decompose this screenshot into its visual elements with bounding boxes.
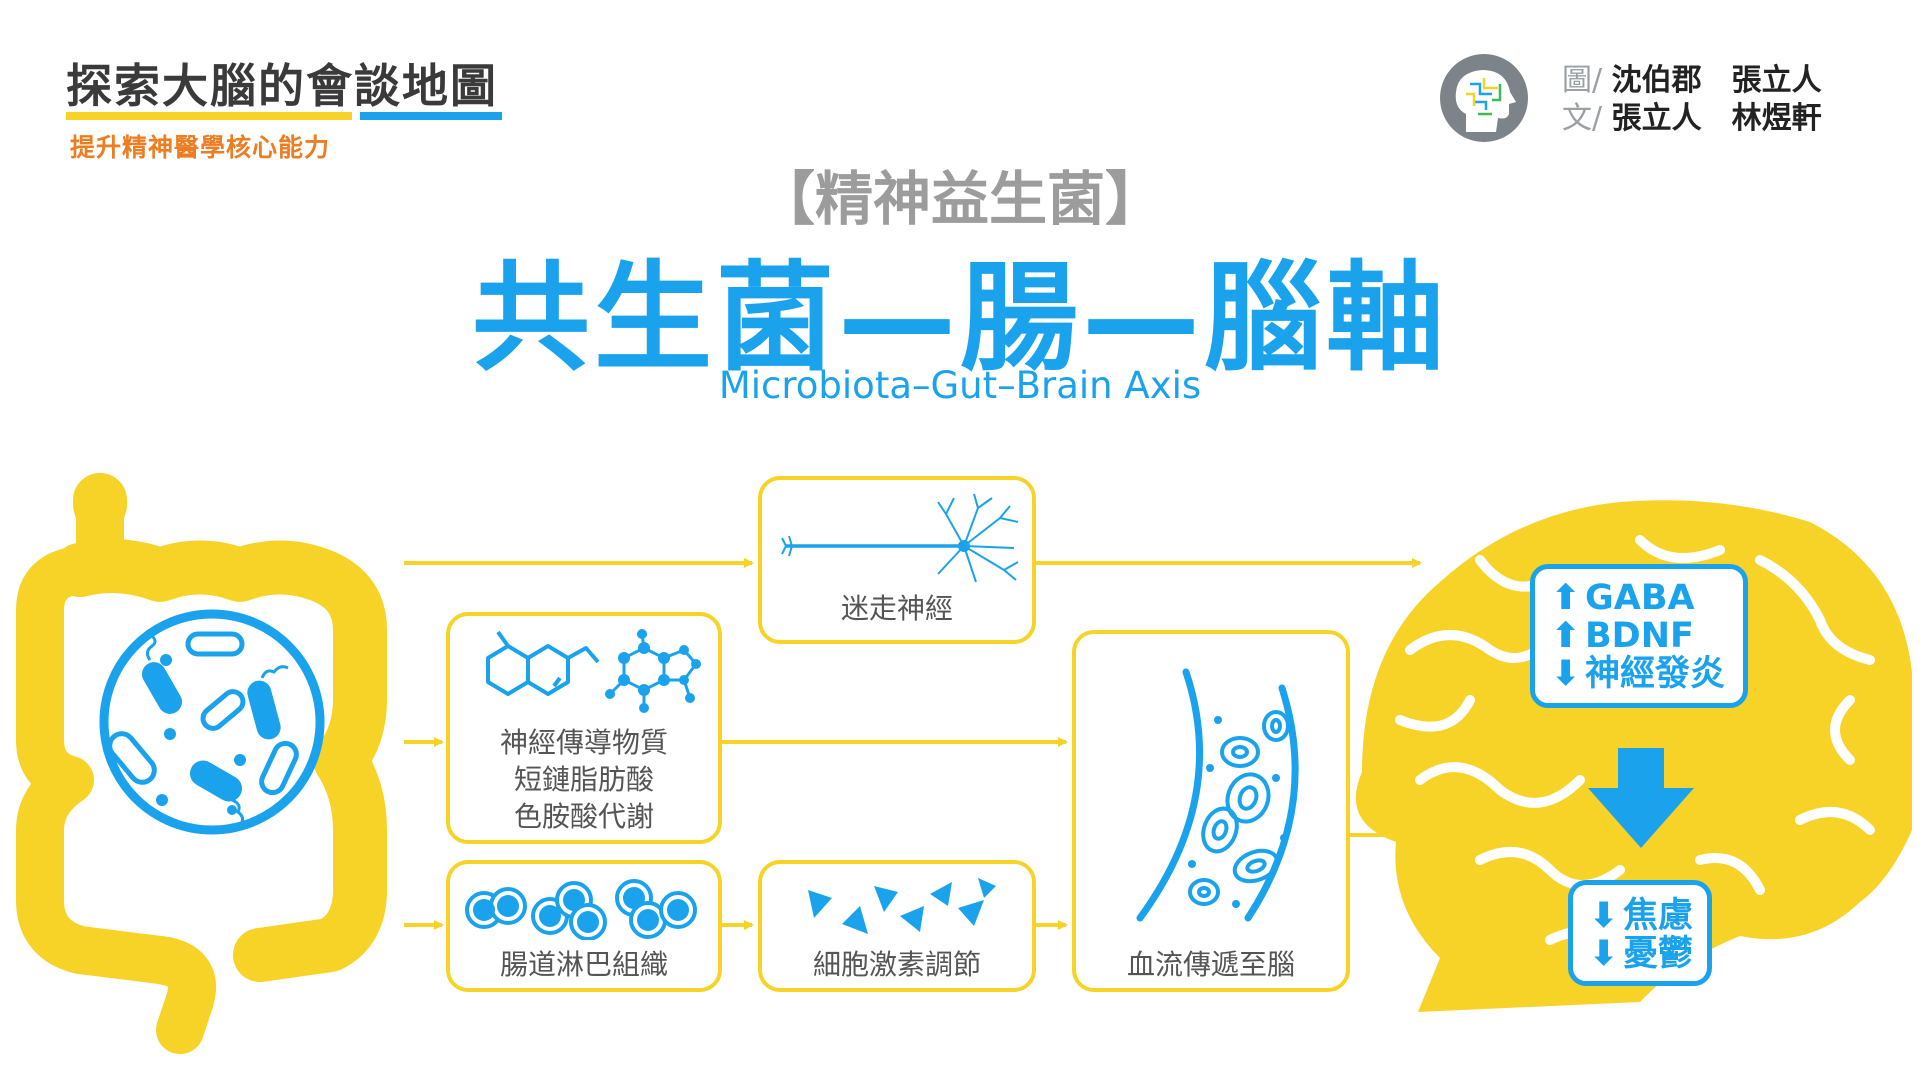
metabolites-box: 神經傳導物質 短鏈脂肪酸 色胺酸代謝 (446, 612, 722, 844)
metabolites-label-3: 色胺酸代謝 (513, 800, 654, 833)
series-title: 探索大腦的會談地圖 (66, 59, 498, 113)
blood-vessel-icon (1136, 668, 1299, 922)
brain-logo-icon (1440, 54, 1528, 142)
credit-text-tag: 文/ (1562, 101, 1603, 136)
big-down-arrow-icon (1588, 748, 1694, 848)
cytokine-icon (808, 878, 996, 934)
molecule-icon (486, 629, 701, 713)
down-arrow-icon: ⬇ (1551, 654, 1581, 694)
metabolites-label-2: 短鏈脂肪酸 (513, 763, 654, 796)
bacteria-circle-icon (99, 609, 325, 835)
outcome-anxiety: ⬇焦慮 (1589, 896, 1694, 936)
gut-lymph-tissue-box: 腸道淋巴組織 (446, 860, 722, 992)
vagus-nerve-label: 迷走神經 (840, 592, 953, 625)
outcomes-box: ⬇焦慮 ⬇憂鬱 (1568, 880, 1712, 986)
cytokine-regulation-box: 細胞激素調節 (758, 860, 1036, 992)
blood-transport-box: 血流傳遞至腦 (1072, 630, 1350, 992)
lymphocyte-icon (465, 879, 697, 940)
main-title: 共生菌—腸—腦軸 (471, 249, 1448, 387)
up-arrow-icon: ⬆ (1551, 578, 1581, 618)
english-title: Microbiota–Gut–Brain Axis (718, 364, 1202, 407)
vagus-nerve-box: 迷走神經 (758, 476, 1036, 644)
credit-text-names: 張立人 林煜軒 (1611, 101, 1822, 136)
title-underline-blue (360, 112, 502, 120)
topic-tag-title: 【精神益生菌】 (756, 165, 1163, 233)
metabolites-label-1: 神經傳導物質 (499, 726, 668, 759)
down-arrow-icon: ⬇ (1589, 896, 1619, 936)
effect-bdnf: ⬆BDNF (1551, 616, 1694, 656)
credit-illustration-tag: 圖/ (1562, 63, 1603, 98)
outcome-depression: ⬇憂鬱 (1589, 934, 1694, 974)
neuron-icon (781, 493, 1019, 583)
cytokine-regulation-label: 細胞激素調節 (812, 948, 981, 981)
up-arrow-icon: ⬆ (1551, 616, 1581, 656)
title-underline-yellow (66, 112, 352, 120)
credits: 圖/ 沈伯郡 張立人 文/ 張立人 林煜軒 (1562, 62, 1822, 138)
credit-illustration-names: 沈伯郡 張立人 (1611, 63, 1822, 98)
down-arrow-icon: ⬇ (1589, 934, 1619, 974)
brain-effects-box: ⬆GABA ⬆BDNF ⬇神經發炎 (1530, 564, 1748, 708)
series-subtitle: 提升精神醫學核心能力 (70, 133, 331, 162)
effect-neuroinflammation: ⬇神經發炎 (1551, 654, 1726, 694)
effect-gaba: ⬆GABA (1551, 578, 1695, 618)
blood-transport-label: 血流傳遞至腦 (1126, 948, 1295, 981)
gut-lymph-tissue-label: 腸道淋巴組織 (499, 948, 668, 981)
